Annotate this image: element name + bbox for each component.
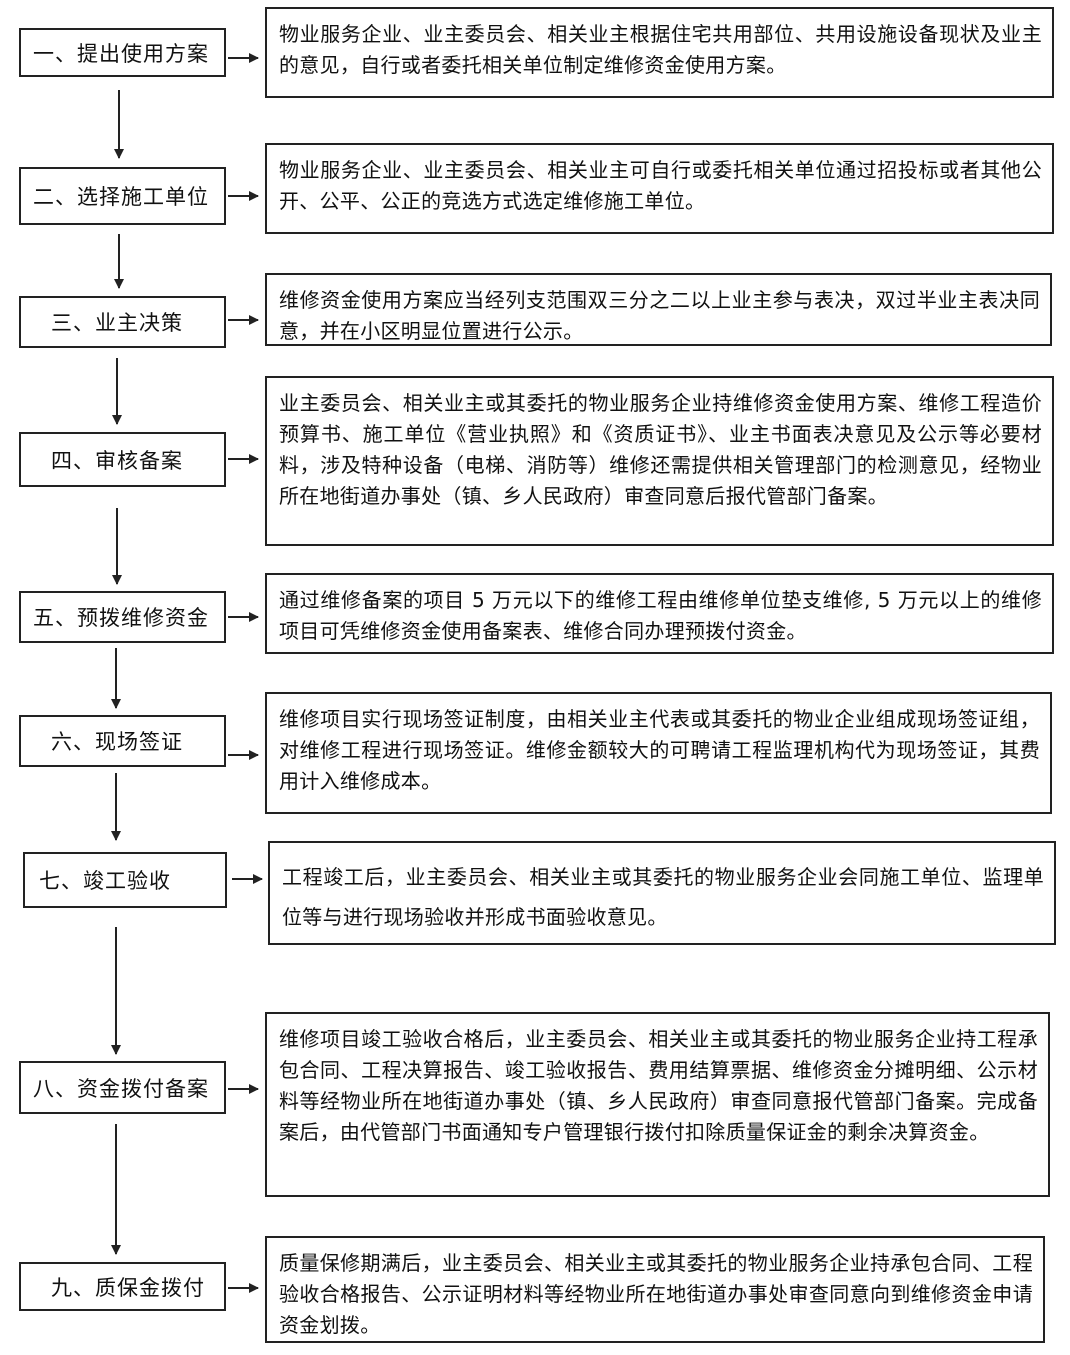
step-box-8: 八、资金拨付备案 <box>19 1061 226 1114</box>
step-desc-6: 维修项目实行现场签证制度，由相关业主代表或其委托的物业企业组成现场签证组，对维修… <box>265 692 1052 814</box>
step-desc-5: 通过维修备案的项目 5 万元以下的维修工程由维修单位垫支维修, 5 万元以上的维… <box>265 573 1054 654</box>
step-desc-1: 物业服务企业、业主委员会、相关业主根据住宅共用部位、共用设施设备现状及业主的意见… <box>265 7 1054 98</box>
step-box-5: 五、预拨维修资金 <box>19 591 226 643</box>
step-label-3: 三、业主决策 <box>51 311 183 335</box>
step-box-2: 二、选择施工单位 <box>19 167 226 225</box>
step-box-9: 九、质保金拨付 <box>19 1262 226 1311</box>
step-label-7: 七、竣工验收 <box>39 869 171 893</box>
step-box-4: 四、审核备案 <box>19 432 226 487</box>
step-label-8: 八、资金拨付备案 <box>33 1076 209 1101</box>
step-desc-9: 质量保修期满后，业主委员会、相关业主或其委托的物业服务企业持承包合同、工程验收合… <box>265 1236 1045 1343</box>
step-label-5: 五、预拨维修资金 <box>33 606 209 630</box>
step-desc-8: 维修项目竣工验收合格后，业主委员会、相关业主或其委托的物业服务企业持工程承包合同… <box>265 1012 1050 1197</box>
step-label-4: 四、审核备案 <box>51 448 183 473</box>
step-box-3: 三、业主决策 <box>19 296 226 348</box>
step-desc-2: 物业服务企业、业主委员会、相关业主可自行或委托相关单位通过招投标或者其他公开、公… <box>265 143 1054 234</box>
step-box-6: 六、现场签证 <box>19 715 226 767</box>
step-box-1: 一、提出使用方案 <box>19 28 226 77</box>
step-label-9: 九、质保金拨付 <box>51 1275 205 1300</box>
step-desc-3: 维修资金使用方案应当经列支范围双三分之二以上业主参与表决，双过半业主表决同意，并… <box>265 273 1052 346</box>
step-label-6: 六、现场签证 <box>51 730 183 754</box>
step-desc-4: 业主委员会、相关业主或其委托的物业服务企业持维修资金使用方案、维修工程造价预算书… <box>265 376 1054 546</box>
step-label-2: 二、选择施工单位 <box>33 185 209 209</box>
step-desc-7: 工程竣工后，业主委员会、相关业主或其委托的物业服务企业会同施工单位、监理单位等与… <box>268 841 1056 945</box>
step-label-1: 一、提出使用方案 <box>33 41 209 66</box>
step-box-7: 七、竣工验收 <box>23 852 227 908</box>
